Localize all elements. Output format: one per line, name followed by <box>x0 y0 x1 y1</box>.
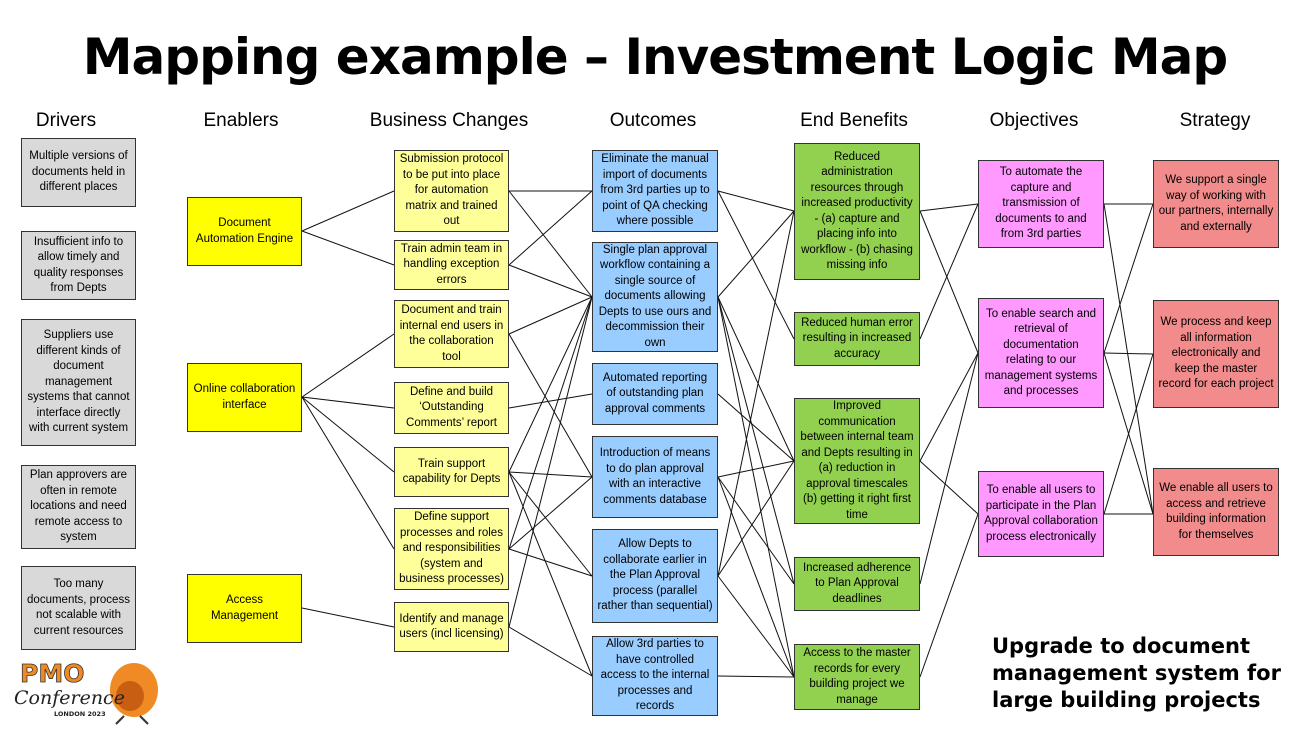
pmo-conference-logo: PMO Conference LONDON 2023 <box>14 659 158 725</box>
connector-line <box>717 296 795 585</box>
connector-line <box>508 190 593 266</box>
connector-line <box>717 190 795 340</box>
driver-box: Insufficient info to allow timely and qu… <box>21 231 136 300</box>
connector-line <box>508 548 593 577</box>
connector-line <box>717 575 795 678</box>
objective-box: To enable all users to participate in th… <box>978 471 1104 557</box>
connector-line <box>717 296 795 462</box>
connector-line <box>919 352 979 462</box>
connector-line <box>301 190 395 232</box>
logo-pmo-text: PMO <box>20 659 84 688</box>
connector-line <box>1103 203 1154 515</box>
connector-line <box>919 513 979 678</box>
connector-line <box>508 333 593 478</box>
connector-line <box>717 460 795 577</box>
connector-line <box>301 230 395 266</box>
connector-line <box>301 396 395 473</box>
connector-line <box>919 460 979 515</box>
business-change-box: Identify and manage users (incl licensin… <box>394 602 509 652</box>
end-benefit-box: Access to the master records for every b… <box>794 644 920 710</box>
connector-line <box>508 476 593 550</box>
connector-line <box>301 396 395 409</box>
connector-line <box>301 396 395 550</box>
end-benefit-box: Improved communication between internal … <box>794 398 920 524</box>
column-header-objectives: Objectives <box>989 110 1079 131</box>
business-change-box: Train support capability for Depts <box>394 447 509 497</box>
connector-line <box>717 190 795 212</box>
connector-line <box>717 296 795 678</box>
end-benefit-box: Increased adherence to Plan Approval dea… <box>794 557 920 611</box>
connector-line <box>919 210 979 354</box>
column-header-enablers: Enablers <box>203 110 279 131</box>
outcome-box: Allow Depts to collaborate earlier in th… <box>592 529 718 623</box>
column-header-strategy: Strategy <box>1179 110 1251 131</box>
connector-line <box>1103 353 1154 515</box>
connector-line <box>717 210 795 577</box>
connector-line <box>508 296 593 628</box>
connector-line <box>717 476 795 585</box>
connector-line <box>508 190 593 298</box>
driver-box: Plan approvers are often in remote locat… <box>21 465 136 549</box>
connector-line <box>717 460 795 478</box>
logo-chair-shadow <box>116 681 144 711</box>
tagline: Upgrade to document management system fo… <box>992 634 1281 712</box>
logo-conference-text: Conference <box>14 687 125 709</box>
business-change-box: Train admin team in handling exception e… <box>394 240 509 290</box>
connector-line <box>508 471 593 677</box>
connector-line <box>919 352 979 585</box>
objective-box: To automate the capture and transmission… <box>978 160 1104 248</box>
connector-line <box>301 607 395 628</box>
outcome-box: Automated reporting of outstanding plan … <box>592 363 718 425</box>
enabler-box: Access Management <box>187 574 302 643</box>
connector-line <box>717 476 795 678</box>
business-change-box: Define support processes and roles and r… <box>394 508 509 590</box>
connector-line <box>717 210 795 298</box>
enabler-box: Document Automation Engine <box>187 197 302 266</box>
outcome-box: Introduction of means to do plan approva… <box>592 436 718 518</box>
connector-line <box>508 296 593 335</box>
column-header-end-benefits: End Benefits <box>800 110 908 131</box>
connector-line <box>508 264 593 298</box>
page-title: Mapping example – Investment Logic Map <box>82 28 1228 86</box>
connector-line <box>1103 203 1154 354</box>
business-change-box: Document and train internal end users in… <box>394 300 509 368</box>
outcome-box: Eliminate the manual import of documents… <box>592 150 718 232</box>
column-header-outcomes: Outcomes <box>609 110 697 131</box>
enabler-box: Online collaboration interface <box>187 363 302 432</box>
connector-line <box>717 675 795 678</box>
connector-line <box>508 393 593 409</box>
connector-line <box>508 471 593 478</box>
connector-line <box>717 393 795 462</box>
business-change-box: Define and build ‘Outstanding Comments’ … <box>394 382 509 434</box>
outcome-box: Single plan approval workflow containing… <box>592 242 718 352</box>
connector-line <box>508 296 593 473</box>
outcome-box: Allow 3rd parties to have controlled acc… <box>592 636 718 716</box>
connector-line <box>508 296 593 550</box>
strategy-box: We support a single way of working with … <box>1153 160 1279 248</box>
connector-line <box>919 203 979 212</box>
business-change-box: Submission protocol to be put into place… <box>394 150 509 232</box>
connector-line <box>1103 352 1154 355</box>
column-header-drivers: Drivers <box>35 110 97 131</box>
driver-box: Suppliers use different kinds of documen… <box>21 319 136 446</box>
driver-box: Multiple versions of documents held in d… <box>21 138 136 207</box>
strategy-box: We enable all users to access and retrie… <box>1153 468 1279 556</box>
connector-line <box>508 626 593 677</box>
connector-line <box>919 203 979 340</box>
end-benefit-box: Reduced administration resources through… <box>794 143 920 280</box>
objective-box: To enable search and retrieval of docume… <box>978 298 1104 408</box>
driver-box: Too many documents, process not scalable… <box>21 566 136 650</box>
end-benefit-box: Reduced human error resulting in increas… <box>794 312 920 366</box>
strategy-box: We process and keep all information elec… <box>1153 300 1279 408</box>
column-header-business-changes: Business Changes <box>369 110 529 131</box>
logo-london-text: LONDON 2023 <box>54 710 106 718</box>
connector-line <box>301 333 395 398</box>
connector-line <box>508 471 593 577</box>
